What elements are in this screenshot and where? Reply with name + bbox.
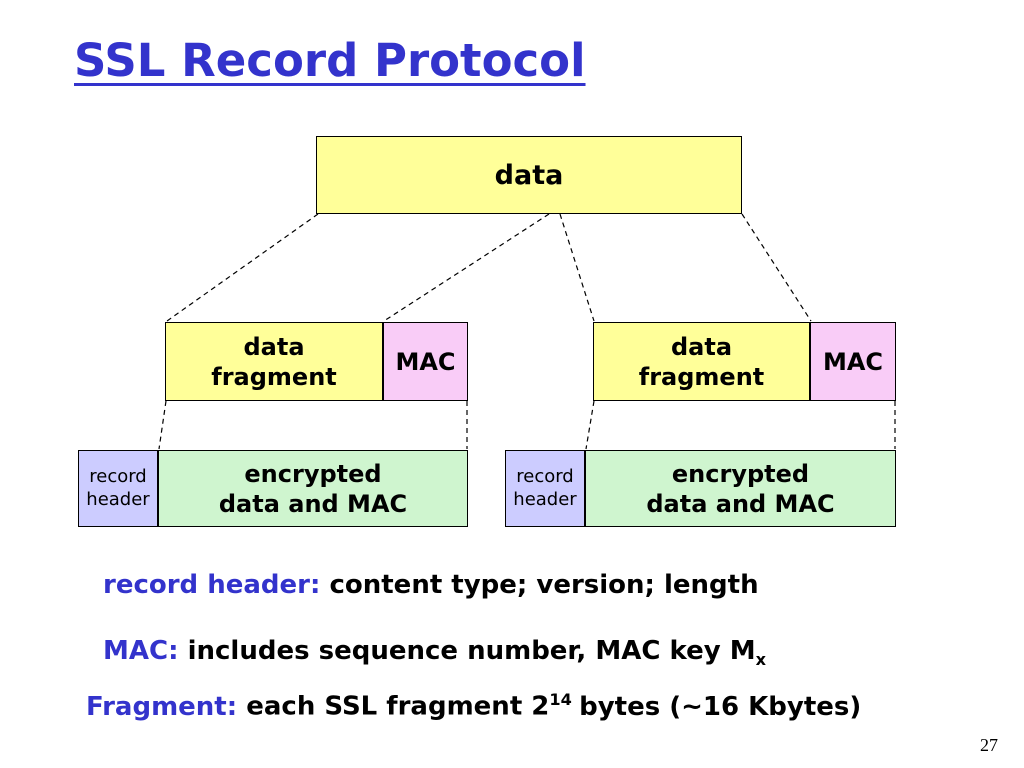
note-fragment: Fragment: each SSL fragment 214 bytes (~16… (86, 690, 861, 722)
right-data-fragment-label: data fragment (638, 332, 765, 391)
left-mac-box: MAC (383, 322, 468, 401)
note-mac-label: MAC: (103, 636, 179, 666)
right-mac-box: MAC (810, 322, 896, 401)
right-mac-label: MAC (822, 347, 884, 376)
note-fragment-text-after: bytes (~16 Kbytes) (579, 691, 862, 722)
left-record-header-box: record header (78, 450, 158, 527)
right-data-fragment-box: data fragment (593, 322, 810, 401)
note-mac-text: includes sequence number, MAC key M (187, 636, 756, 666)
note-mac-subscript: x (755, 650, 766, 670)
note-fragment-superscript: 14 (549, 690, 572, 709)
right-record-header-label: record header (513, 466, 577, 510)
left-encrypted-label: encrypted data and MAC (218, 459, 408, 518)
page-number: 27 (980, 735, 998, 755)
left-mac-label: MAC (395, 347, 456, 376)
right-encrypted-box: encrypted data and MAC (585, 450, 896, 527)
data-box-label: data (494, 159, 564, 191)
note-record-header-text: content type; version; length (329, 570, 759, 600)
note-fragment-label: Fragment: (86, 691, 238, 722)
left-data-fragment-box: data fragment (165, 322, 383, 401)
note-fragment-text-before: each SSL fragment 2 (246, 691, 550, 722)
note-record-header-label: record header: (103, 570, 321, 600)
left-data-fragment-label: data fragment (211, 332, 337, 391)
right-record-header-box: record header (505, 450, 585, 527)
data-box: data (316, 136, 742, 214)
note-record-header: record header: content type; version; len… (103, 570, 759, 600)
left-record-header-label: record header (86, 466, 150, 510)
slide-title: SSL Record Protocol (74, 34, 586, 87)
right-encrypted-label: encrypted data and MAC (646, 459, 835, 518)
left-encrypted-box: encrypted data and MAC (158, 450, 468, 527)
note-mac: MAC: includes sequence number, MAC key Mx (103, 636, 766, 669)
